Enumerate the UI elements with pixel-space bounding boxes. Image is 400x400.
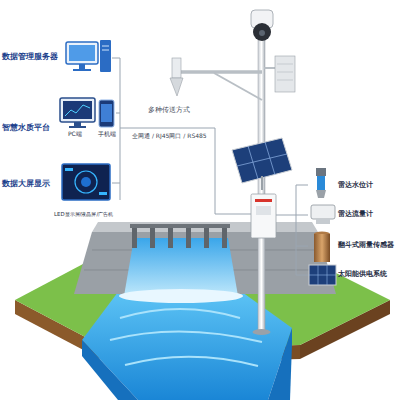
server-slot	[102, 46, 109, 47]
flow-meter	[311, 205, 335, 219]
water-side	[82, 340, 138, 400]
screen-item: 数据大屏显示 LED显示屏/液晶屏/广告机	[2, 160, 136, 222]
server-item: 数据管理服务器	[2, 51, 64, 65]
device-label: LED显示屏/液晶屏/广告机	[54, 211, 113, 217]
spillway-water	[124, 238, 238, 296]
small-solar-panel	[309, 265, 336, 285]
screen-map	[81, 177, 91, 187]
item-title: 数据管理服务器	[2, 53, 58, 62]
gate-pier	[168, 226, 173, 248]
pc-screen	[63, 101, 92, 119]
item-title: 数据大屏显示	[2, 180, 50, 189]
camera-lens	[259, 30, 265, 36]
pc-monitor	[60, 98, 95, 122]
water-side	[268, 328, 292, 400]
server-stand	[79, 64, 85, 69]
radar-sensor	[172, 58, 181, 78]
water-foam	[119, 289, 243, 303]
box-logo	[255, 199, 272, 202]
level-gauge-body	[317, 176, 325, 190]
server-slot	[102, 50, 109, 51]
gate-pier	[222, 226, 227, 248]
server-stand	[73, 69, 91, 71]
sensor-name: 翻斗式雨量传感器	[338, 241, 394, 249]
transfer-note: 多种传送方式	[148, 106, 190, 114]
pole-base	[253, 329, 271, 335]
sensor-item: 翻斗式雨量传感器	[338, 241, 399, 253]
server-tower	[100, 40, 111, 72]
screen-widget	[99, 192, 107, 195]
phone-screen	[101, 104, 112, 122]
screen-widget	[65, 168, 73, 171]
box-vent	[277, 72, 293, 73]
device-label: PC端	[68, 131, 82, 138]
pc-chart	[65, 105, 90, 116]
gate-pier	[204, 226, 209, 248]
leader-line	[276, 185, 308, 275]
gate-pier	[186, 226, 191, 248]
gate-pier	[132, 226, 137, 248]
sensor-name: 雷达水位计	[338, 181, 373, 189]
box-panel	[256, 206, 271, 215]
rain-gauge	[314, 234, 330, 262]
monitoring-pole	[258, 38, 265, 332]
server-monitor	[66, 42, 98, 64]
box-vent	[277, 80, 293, 81]
device-label: 手机端	[98, 131, 116, 138]
pc-stand	[74, 122, 81, 126]
gate-beam	[130, 224, 230, 228]
item-title: 智慧水质平台	[2, 124, 50, 133]
control-box	[251, 194, 276, 238]
flow-meter-base	[316, 219, 330, 224]
gate-pier	[150, 226, 155, 248]
radar-horn	[170, 78, 183, 96]
sensor-item: 太阳能供电系统	[338, 270, 399, 282]
led-screen	[62, 164, 110, 200]
camera-dome	[253, 23, 271, 41]
radar-arm	[176, 70, 262, 74]
transfer-note: 全网通 / RJ45网口 / RS485	[132, 133, 207, 140]
sensor-box	[275, 56, 295, 92]
phone-icon	[99, 100, 114, 127]
panel-grid	[309, 265, 336, 285]
server-screen	[69, 45, 95, 61]
box-vent	[277, 64, 293, 65]
water-ripple	[110, 309, 262, 366]
sensor-item: 雷达水位计	[338, 181, 399, 193]
platform-item: 智慧水质平台 PC端 手机端	[2, 96, 124, 142]
arm-brace	[214, 73, 262, 100]
sensor-item: 雷达流量计	[338, 210, 399, 222]
level-gauge-horn	[316, 190, 326, 198]
leader-line	[112, 58, 252, 214]
level-gauge-head	[316, 168, 326, 176]
pc-stand	[69, 126, 86, 128]
panel-mount	[261, 176, 263, 190]
sensor-name: 雷达流量计	[338, 210, 373, 218]
sensor-name: 太阳能供电系统	[338, 270, 387, 278]
screen-map	[75, 171, 97, 193]
panel-grid	[237, 142, 287, 179]
box-arm	[264, 67, 276, 69]
